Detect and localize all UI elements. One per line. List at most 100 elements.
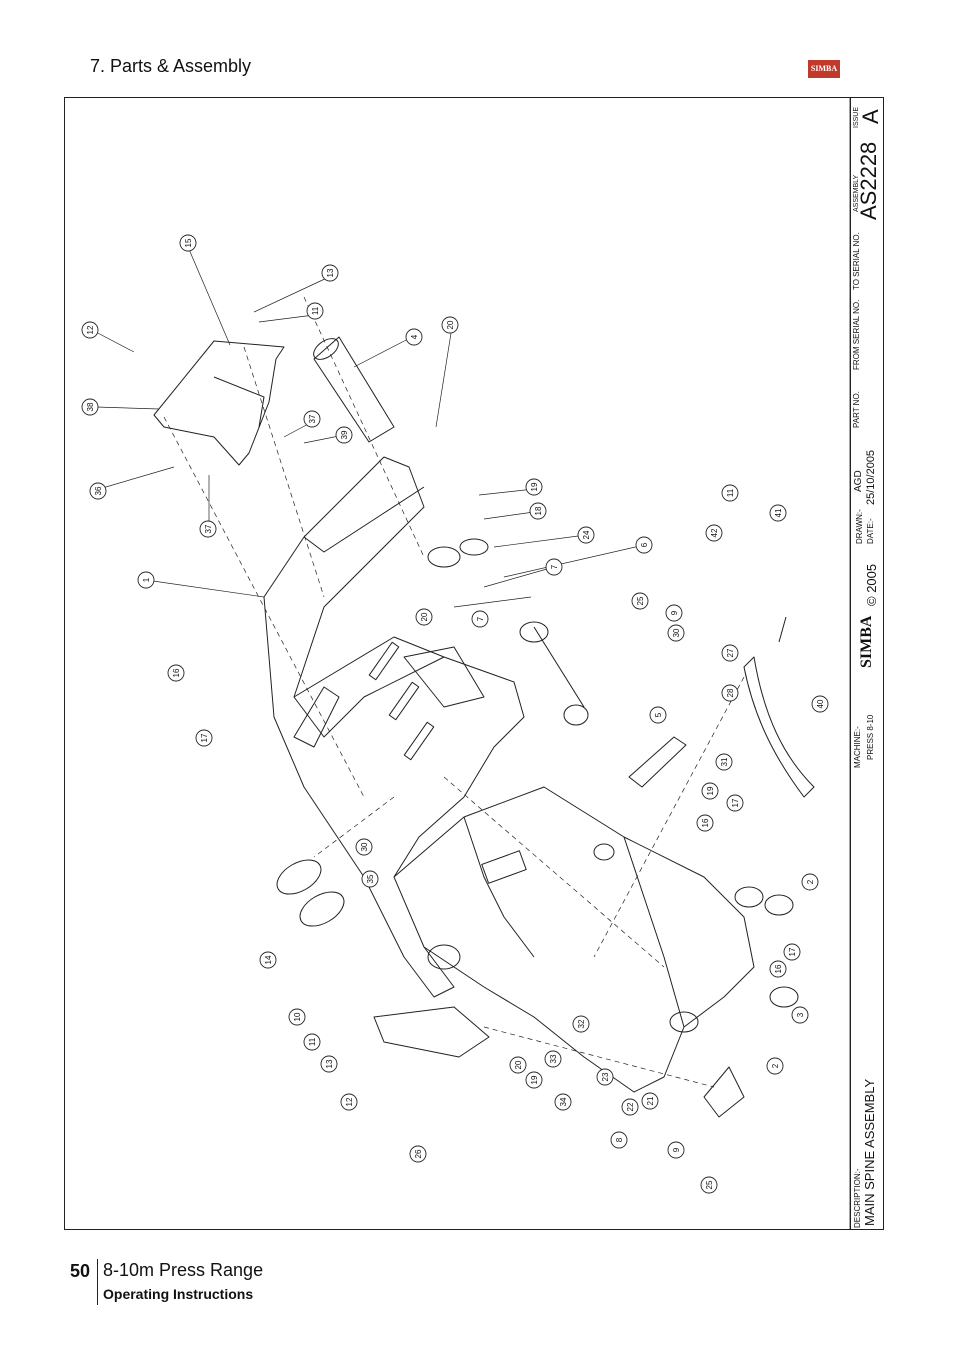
callout-balloon: 14	[259, 951, 277, 969]
callout-balloon: 5	[649, 706, 667, 724]
description-label: DESCRIPTION:-	[853, 1168, 862, 1228]
svg-text:28: 28	[726, 688, 735, 697]
svg-text:30: 30	[672, 628, 681, 637]
brand-mark: SIMBA	[858, 615, 875, 668]
svg-text:3: 3	[796, 1012, 805, 1017]
callout-balloon: 9	[665, 604, 683, 622]
callout-balloon: 11	[303, 1033, 321, 1051]
svg-text:13: 13	[325, 1059, 334, 1068]
svg-text:2: 2	[771, 1063, 780, 1068]
callout-balloon: 27	[721, 644, 739, 662]
callout-balloon: 11	[721, 484, 739, 502]
svg-text:31: 31	[720, 757, 729, 766]
callout-balloon: 19	[525, 1071, 543, 1089]
simba-logo: SIMBA	[808, 60, 840, 78]
svg-text:42: 42	[710, 528, 719, 537]
callout-balloon: 25	[631, 592, 649, 610]
section-title: 7. Parts & Assembly	[90, 56, 252, 76]
svg-text:25: 25	[705, 1180, 714, 1189]
svg-text:6: 6	[640, 542, 649, 547]
svg-text:33: 33	[549, 1054, 558, 1063]
svg-text:8: 8	[615, 1137, 624, 1142]
drawing-frame	[64, 97, 884, 1230]
callout-balloon: 4	[405, 328, 423, 346]
svg-text:12: 12	[86, 325, 95, 334]
callout-balloon: 42	[705, 524, 723, 542]
callout-balloon: 7	[471, 610, 489, 628]
callout-balloons: 15 13 11 12 4 20 38 37 39 36 19 18 37 24…	[81, 234, 829, 1194]
svg-text:41: 41	[774, 508, 783, 517]
svg-text:19: 19	[706, 786, 715, 795]
callout-balloon: 16	[696, 814, 714, 832]
svg-text:20: 20	[446, 320, 455, 329]
svg-text:19: 19	[530, 1075, 539, 1084]
callout-balloon: 30	[667, 624, 685, 642]
svg-text:27: 27	[726, 648, 735, 657]
description-value: MAIN SPINE ASSEMBLY	[862, 1078, 877, 1226]
exploded-assembly-drawing: 15 13 11 12 4 20 38 37 39 36 19 18 37 24…	[81, 97, 850, 1230]
callout-balloon: 38	[81, 398, 99, 416]
svg-text:11: 11	[308, 1037, 317, 1046]
callout-balloon: 6	[635, 536, 653, 554]
svg-text:23: 23	[601, 1072, 610, 1081]
callout-balloon: 8	[610, 1131, 628, 1149]
callout-balloon: 20	[415, 608, 433, 626]
svg-text:5: 5	[654, 712, 663, 717]
svg-text:36: 36	[94, 486, 103, 495]
callout-balloon: 25	[700, 1176, 718, 1194]
svg-text:32: 32	[577, 1019, 586, 1028]
footer-title: 8-10m Press Range	[103, 1260, 264, 1280]
date-label: DATE:-	[866, 518, 875, 544]
svg-text:39: 39	[340, 430, 349, 439]
svg-text:13: 13	[326, 268, 335, 277]
callout-balloon: 41	[769, 504, 787, 522]
callout-balloon: 20	[441, 316, 459, 334]
callout-balloon: 13	[320, 1055, 338, 1073]
callout-balloon: 34	[554, 1093, 572, 1111]
svg-text:30: 30	[360, 842, 369, 851]
callout-balloon: 16	[769, 960, 787, 978]
svg-text:2: 2	[806, 879, 815, 884]
callout-balloon: 17	[726, 794, 744, 812]
svg-text:15: 15	[184, 238, 193, 247]
drawn-label: DRAWN:-	[855, 509, 864, 544]
svg-text:22: 22	[626, 1102, 635, 1111]
svg-text:35: 35	[366, 874, 375, 883]
callout-balloon: 23	[596, 1068, 614, 1086]
callout-balloon: 11	[306, 302, 324, 320]
to-serial-label: TO SERIAL NO.	[852, 232, 861, 290]
machine-label: MACHINE:-	[853, 726, 862, 768]
svg-text:26: 26	[414, 1149, 423, 1158]
svg-text:37: 37	[308, 414, 317, 423]
date-value: 25/10/2005	[865, 449, 877, 505]
callout-balloon: 10	[288, 1008, 306, 1026]
callout-balloon: 16	[167, 664, 185, 682]
callout-balloon: 40	[811, 695, 829, 713]
svg-text:37: 37	[204, 524, 213, 533]
drawn-value: AGD	[853, 470, 864, 492]
callout-balloon: 12	[340, 1093, 358, 1111]
svg-text:21: 21	[646, 1096, 655, 1105]
svg-text:17: 17	[731, 798, 740, 807]
callout-balloon: 9	[667, 1141, 685, 1159]
svg-text:20: 20	[420, 612, 429, 621]
svg-text:7: 7	[550, 564, 559, 569]
callout-balloon: 15	[179, 234, 197, 252]
svg-text:34: 34	[559, 1097, 568, 1106]
callout-balloon: 35	[361, 870, 379, 888]
svg-text:19: 19	[530, 482, 539, 491]
svg-text:16: 16	[701, 818, 710, 827]
svg-text:12: 12	[345, 1097, 354, 1106]
callout-balloon: 13	[321, 264, 339, 282]
callout-balloon: 21	[641, 1092, 659, 1110]
title-strip-divider	[850, 97, 851, 1230]
svg-text:18: 18	[534, 506, 543, 515]
callout-balloon: 20	[509, 1056, 527, 1074]
svg-text:9: 9	[670, 610, 679, 615]
callout-balloon: 12	[81, 321, 99, 339]
svg-text:25: 25	[636, 596, 645, 605]
callout-balloon: 17	[783, 943, 801, 961]
callout-balloon: 37	[199, 520, 217, 538]
callout-balloon: 32	[572, 1015, 590, 1033]
svg-text:9: 9	[672, 1147, 681, 1152]
